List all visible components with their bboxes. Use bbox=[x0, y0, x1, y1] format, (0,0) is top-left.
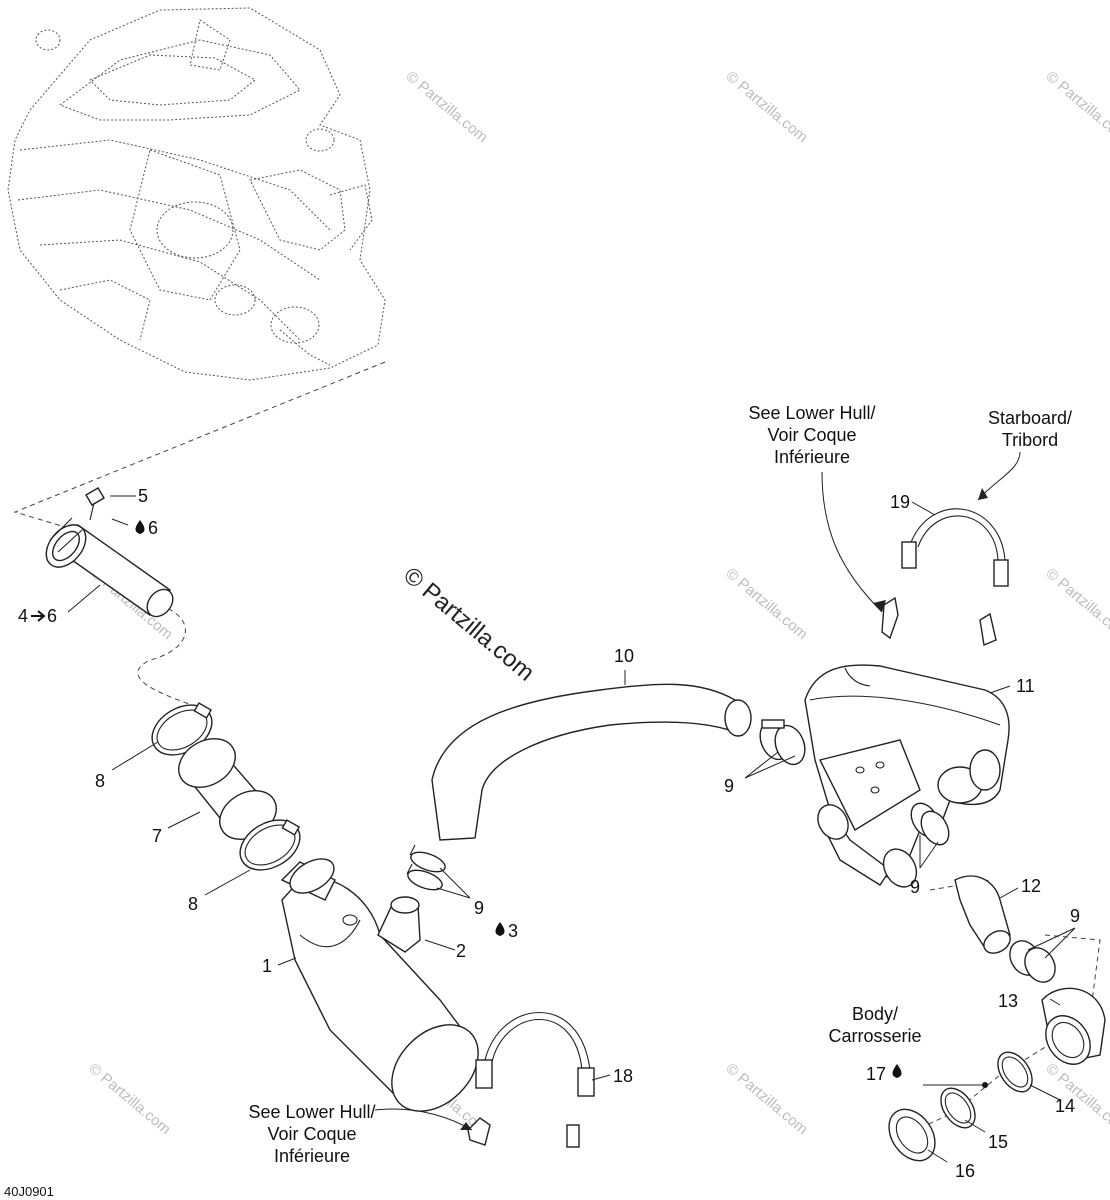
callout-9: 9 bbox=[1070, 906, 1080, 926]
callout-12: 12 bbox=[1021, 876, 1041, 896]
callout-9: 9 bbox=[474, 898, 484, 918]
note-lower-hull-top: See Lower Hull/ Voir Coque Inférieure bbox=[748, 403, 875, 467]
strap-18-bracket bbox=[467, 1117, 580, 1148]
watermark: © Partzilla.com bbox=[402, 68, 490, 146]
watermark: © Partzilla.com bbox=[85, 1060, 173, 1138]
watermark: © Partzilla.com bbox=[722, 565, 810, 643]
part-12-elbow bbox=[954, 875, 1011, 954]
callout-17: 17 bbox=[866, 1064, 886, 1084]
part-9-clamps-hose bbox=[759, 719, 806, 766]
watermark: © Partzilla.com bbox=[722, 1060, 810, 1138]
svg-text:Inférieure: Inférieure bbox=[774, 447, 850, 467]
callout-7: 7 bbox=[152, 826, 162, 846]
callout-2: 2 bbox=[456, 941, 466, 961]
watermark: © Partzilla.com bbox=[1042, 565, 1110, 643]
note-body: Body/ Carrosserie bbox=[828, 1004, 921, 1046]
svg-text:Voir Coque: Voir Coque bbox=[267, 1124, 356, 1144]
svg-text:See Lower Hull/: See Lower Hull/ bbox=[248, 1102, 375, 1122]
callout-15: 15 bbox=[988, 1132, 1008, 1152]
engine-block bbox=[7, 7, 386, 381]
callout-5: 5 bbox=[138, 486, 148, 506]
callout-19: 19 bbox=[890, 492, 910, 512]
callout-10: 10 bbox=[614, 646, 634, 666]
connection-line bbox=[13, 361, 386, 531]
part-11-water-box bbox=[804, 664, 1010, 888]
svg-text:Tribord: Tribord bbox=[1002, 430, 1058, 450]
callout-14: 14 bbox=[1055, 1096, 1075, 1116]
part-8-clamp-lower bbox=[239, 819, 301, 871]
svg-text:Starboard/: Starboard/ bbox=[988, 408, 1072, 428]
part-4-outlet-pipe bbox=[45, 517, 174, 618]
part-10-exhaust-hose bbox=[431, 683, 752, 841]
note-lower-hull-bottom: See Lower Hull/ Voir Coque Inférieure bbox=[248, 1102, 375, 1166]
callout-9: 9 bbox=[910, 877, 920, 897]
diagram-code: 40J0901 bbox=[4, 1184, 54, 1199]
connection-line bbox=[137, 604, 201, 709]
part-8-clamp-upper bbox=[151, 702, 213, 756]
leader-lines bbox=[67, 451, 1076, 1163]
callout-6: 6 bbox=[148, 518, 158, 538]
callout-6-range: 6 bbox=[47, 606, 57, 626]
drop-icon bbox=[892, 1064, 902, 1078]
watermark-main: © Partzilla.com bbox=[398, 562, 539, 687]
note-starboard: Starboard/ Tribord bbox=[988, 408, 1072, 450]
part-9-clamps-waterbox bbox=[910, 802, 950, 846]
connection-line bbox=[919, 1037, 1061, 1129]
callout-4: 4 bbox=[18, 606, 28, 626]
watermark: © Partzilla.com bbox=[1042, 68, 1110, 146]
callout-18: 18 bbox=[613, 1066, 633, 1086]
svg-text:Voir Coque: Voir Coque bbox=[767, 425, 856, 445]
callouts: 5 6 4 6 8 7 8 1 2 3 9 10 9 11 9 12 9 13 … bbox=[18, 486, 1080, 1181]
strap-19-bracket bbox=[881, 596, 997, 646]
drop-icon bbox=[495, 922, 505, 936]
callout-8: 8 bbox=[188, 894, 198, 914]
watermarks: © Partzilla.com © Partzilla.com © Partzi… bbox=[85, 68, 1110, 1138]
watermark: © Partzilla.com bbox=[1042, 1060, 1110, 1138]
connection-line bbox=[1044, 934, 1101, 1056]
callout-1: 1 bbox=[262, 956, 272, 976]
callout-8: 8 bbox=[95, 771, 105, 791]
svg-text:Carrosserie: Carrosserie bbox=[828, 1026, 921, 1046]
svg-text:See Lower Hull/: See Lower Hull/ bbox=[748, 403, 875, 423]
part-16-nut-ring bbox=[888, 1082, 988, 1162]
callout-16: 16 bbox=[955, 1161, 975, 1181]
part-19-strap bbox=[901, 508, 1009, 587]
callout-9: 9 bbox=[724, 776, 734, 796]
svg-text:Body/: Body/ bbox=[852, 1004, 898, 1024]
drop-icon bbox=[135, 520, 145, 534]
part-9-clamps-elbow bbox=[1009, 940, 1056, 983]
svg-text:Inférieure: Inférieure bbox=[274, 1146, 350, 1166]
part-13-outlet-elbow bbox=[1041, 987, 1106, 1065]
part-1-muffler bbox=[280, 858, 479, 1112]
arrow-right-icon bbox=[31, 610, 46, 622]
part-14-o-ring bbox=[997, 1051, 1033, 1093]
part-2-outlet-neck bbox=[377, 896, 421, 953]
callout-3: 3 bbox=[508, 921, 518, 941]
callout-11: 11 bbox=[1016, 676, 1035, 696]
watermark: © Partzilla.com bbox=[722, 68, 810, 146]
part-18-strap bbox=[475, 1012, 595, 1097]
part-5-fitting bbox=[85, 487, 105, 521]
part-9-clamps-muffler bbox=[406, 844, 446, 891]
callout-13: 13 bbox=[998, 991, 1018, 1011]
